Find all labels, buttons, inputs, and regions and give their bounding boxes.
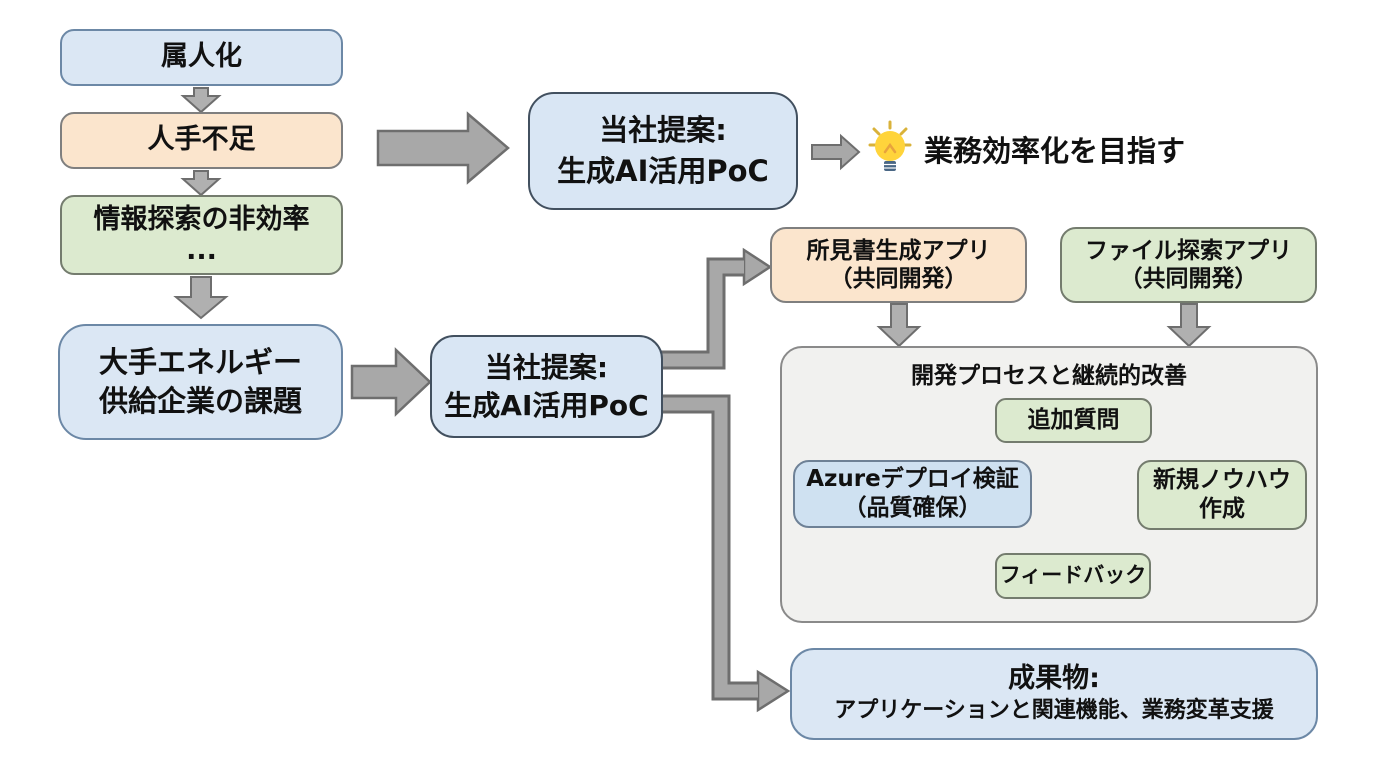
file-explorer-app-box: ファイル探索アプリ （共同開発）: [1060, 227, 1317, 303]
arrow-down-3: [173, 276, 229, 320]
cycle-step-new-knowhow: 新規ノウハウ 作成: [1137, 460, 1307, 530]
elbow-arrow-to-report-app: [660, 247, 773, 370]
problem-summary-box: 大手エネルギー 供給企業の課題: [58, 324, 343, 440]
arrow-down-2: [180, 170, 222, 197]
report-generator-app-box: 所見書生成アプリ （共同開発）: [770, 227, 1027, 303]
arrow-right-big: [376, 111, 510, 185]
lightbulb-icon: [868, 120, 912, 171]
proposal-top-box: 当社提案: 生成AI活用PoC: [528, 92, 798, 210]
cycle-step-additional-questions: 追加質問: [995, 398, 1152, 443]
arrow-right-mid: [350, 347, 432, 417]
problem-box-labor-shortage: 人手不足: [60, 112, 343, 169]
cycle-step-azure-deploy: Azureデプロイ検証 （品質確保）: [793, 460, 1032, 528]
arrow-right-small: [811, 133, 861, 171]
elbow-arrow-to-deliverables: [660, 394, 791, 713]
cycle-step-feedback: フィードバック: [995, 553, 1151, 599]
goal-label: 業務効率化を目指す: [924, 134, 1186, 168]
arrow-down-file-app: [1166, 303, 1212, 348]
deliverables-heading: 成果物:: [1008, 663, 1100, 695]
deliverables-body: アプリケーションと関連機能、業務変革支援: [834, 698, 1274, 724]
arrow-down-1: [180, 87, 222, 114]
goal-row: 業務効率化を目指す: [864, 118, 1185, 180]
proposal-mid-box: 当社提案: 生成AI活用PoC: [430, 335, 663, 438]
arrow-down-report-app: [876, 303, 922, 348]
process-title: 開発プロセスと継続的改善: [911, 363, 1187, 389]
problem-box-inefficient-search: 情報探索の非効率 ...: [60, 195, 343, 275]
deliverables-box: 成果物: アプリケーションと関連機能、業務変革支援: [790, 648, 1318, 740]
problem-box-individualization: 属人化: [60, 29, 343, 86]
